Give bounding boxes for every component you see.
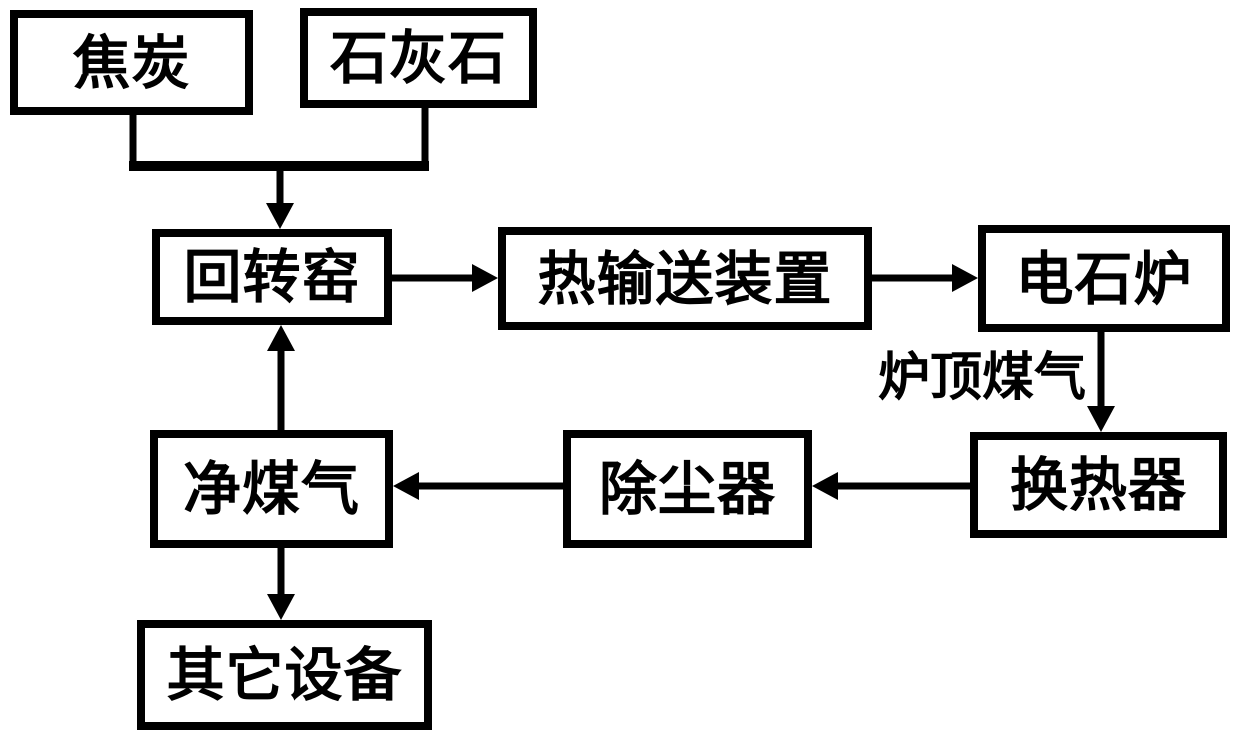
carbide-furnace-box: 电石炉 (978, 225, 1230, 332)
limestone-box-label: 石灰石 (329, 24, 507, 92)
clean-gas-box-label: 净煤气 (182, 455, 360, 523)
rotary-kiln-box-label: 回转窑 (183, 243, 361, 311)
rotary-kiln-box: 回转窑 (152, 229, 392, 325)
conveyor-to-furnace-arrowhead (952, 264, 978, 292)
coke-box: 焦炭 (10, 10, 253, 115)
limestone-box: 石灰石 (300, 8, 537, 108)
other-equipment-box: 其它设备 (137, 620, 432, 730)
clean-gas-box: 净煤气 (150, 430, 393, 548)
dust-collector-box-label: 除尘器 (598, 455, 776, 523)
hot-conveyor-box-label: 热输送装置 (537, 244, 833, 313)
furnace-to-exchanger-arrowhead (1087, 406, 1115, 432)
gas-edge-label: 炉顶煤气 (878, 348, 1087, 408)
other-equipment-box-label: 其它设备 (166, 641, 403, 709)
exchanger-to-dust-arrowhead (812, 472, 838, 500)
kiln-to-conveyor-arrowhead (472, 264, 498, 292)
coke-box-label: 焦炭 (72, 28, 191, 97)
dust-collector-box: 除尘器 (563, 430, 812, 548)
carbide-furnace-box-label: 电石炉 (1015, 244, 1193, 313)
heat-exchanger-box: 换热器 (970, 432, 1227, 538)
cleangas-to-kiln-arrowhead (267, 325, 295, 351)
heat-exchanger-box-label: 换热器 (1009, 451, 1187, 519)
feed-to-kiln-arrowhead (266, 203, 294, 229)
dust-to-cleangas-arrowhead (393, 472, 419, 500)
cleangas-to-other-arrowhead (267, 594, 295, 620)
hot-conveyor-box: 热输送装置 (498, 227, 872, 330)
